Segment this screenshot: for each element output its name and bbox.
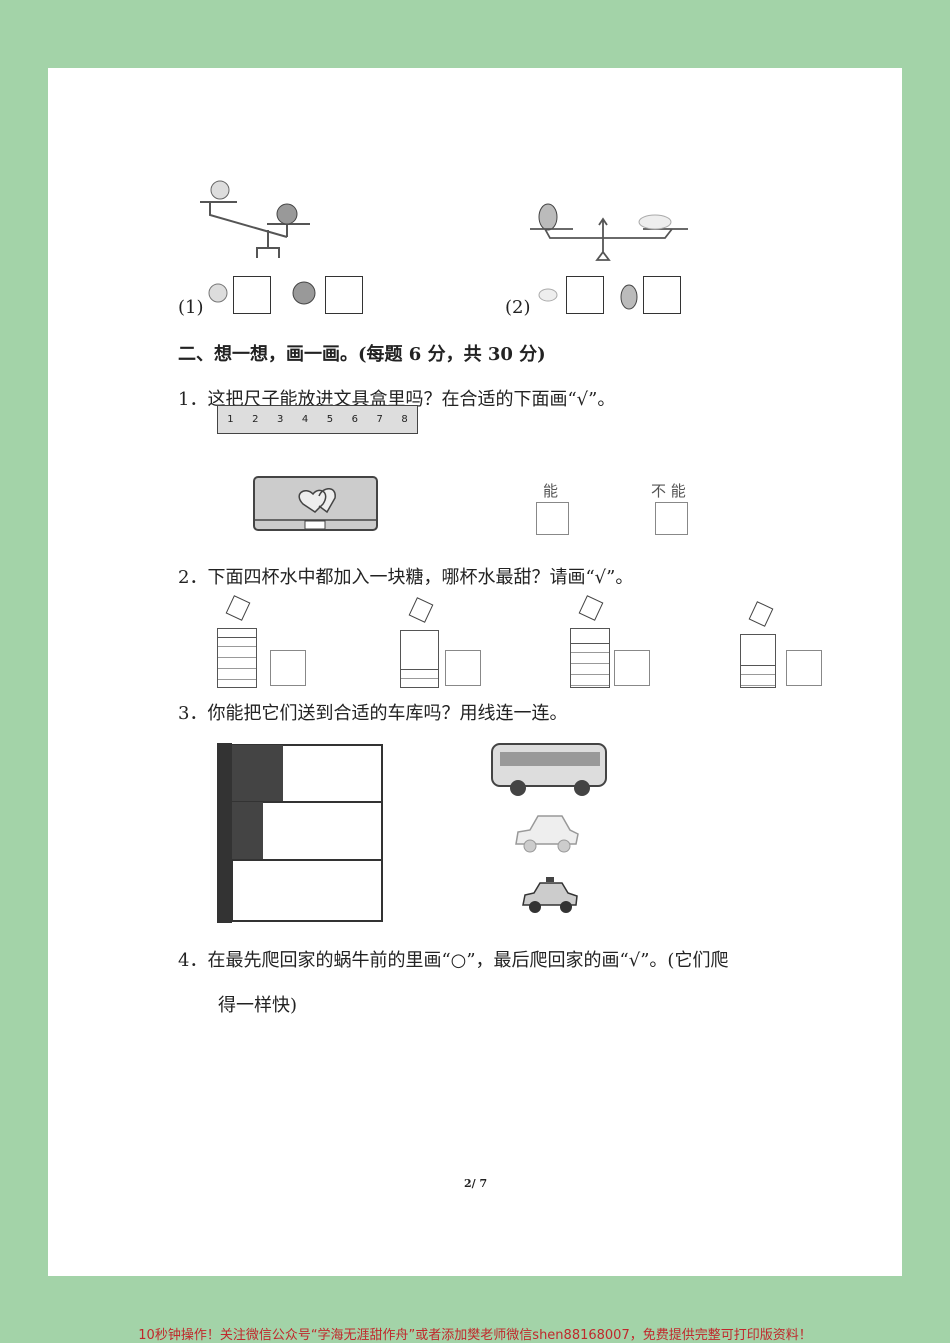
water-level — [218, 636, 256, 687]
ruler-tick: 1 — [227, 414, 234, 425]
taxi-icon[interactable] — [520, 875, 580, 917]
pineapple-icon — [620, 284, 638, 310]
answer-box-cup-3[interactable] — [614, 650, 650, 686]
water-cup — [740, 634, 776, 688]
q1-balance-label: (1) — [178, 297, 204, 318]
page-number: 2/ 7 — [464, 1177, 488, 1190]
hearts-icon — [298, 488, 336, 514]
ruler: 1 2 3 4 5 6 7 8 — [217, 405, 418, 434]
watermelon-icon — [292, 281, 316, 305]
question-1-text: 1．这把尺子能放进文具盒里吗？在合适的下面画“√”。 — [178, 389, 616, 410]
question-3-text: 3．你能把它们送到合适的车库吗？用线连一连。 — [178, 703, 568, 724]
water-level — [571, 642, 609, 687]
question-2-text: 2．下面四杯水中都加入一块糖，哪杯水最甜？请画“√”。 — [178, 567, 634, 588]
ruler-tick: 3 — [277, 414, 284, 425]
option-no-label: 不 能 — [651, 482, 686, 500]
answer-box-peach[interactable] — [233, 276, 271, 314]
ruler-tick: 5 — [326, 414, 334, 425]
garages — [217, 743, 383, 923]
garage-3 — [231, 859, 383, 922]
option-yes-label: 能 — [543, 482, 559, 500]
peach-icon — [208, 283, 228, 303]
water-level — [741, 665, 775, 687]
question-4-text-line2: 得一样快) — [218, 995, 298, 1016]
watermelon-icon — [276, 203, 298, 225]
flowers-icon — [638, 214, 672, 230]
car-icon[interactable] — [512, 810, 580, 856]
ruler-tick: 7 — [376, 414, 383, 425]
question-4-text-line1: 4．在最先爬回家的蜗牛前的里画“○”，最后爬回家的画“√”。(它们爬 — [178, 950, 729, 971]
ruler-tick: 6 — [351, 414, 358, 425]
water-cup — [570, 628, 610, 688]
answer-box-cup-1[interactable] — [270, 650, 306, 686]
bus-icon[interactable] — [490, 740, 608, 800]
promo-footer: 10秒钟操作！关注微信公众号“学海无涯甜作舟”或者添加樊老师微信shen8816… — [138, 1328, 812, 1343]
answer-box-flowers[interactable] — [566, 276, 604, 314]
balance-scale-2 — [530, 203, 688, 261]
option-no-box[interactable] — [655, 502, 688, 535]
flowers-icon — [538, 288, 558, 302]
option-yes-box[interactable] — [536, 502, 569, 535]
ruler-tick: 2 — [252, 414, 259, 425]
water-cup — [400, 630, 439, 688]
section-heading: 二、想一想，画一画。(每题 6 分，共 30 分) — [178, 344, 546, 365]
pencil-case — [253, 476, 378, 531]
ruler-tick: 8 — [401, 414, 408, 425]
water-level — [401, 669, 438, 687]
peach-icon — [210, 180, 230, 200]
answer-box-cup-4[interactable] — [786, 650, 822, 686]
balance-scale-1 — [200, 180, 310, 258]
answer-box-pineapple[interactable] — [643, 276, 681, 314]
water-cup — [217, 628, 257, 688]
q2-balance-label: (2) — [505, 297, 531, 318]
pineapple-icon — [538, 203, 558, 231]
answer-box-watermelon[interactable] — [325, 276, 363, 314]
ruler-tick: 4 — [301, 414, 309, 425]
answer-box-cup-2[interactable] — [445, 650, 481, 686]
